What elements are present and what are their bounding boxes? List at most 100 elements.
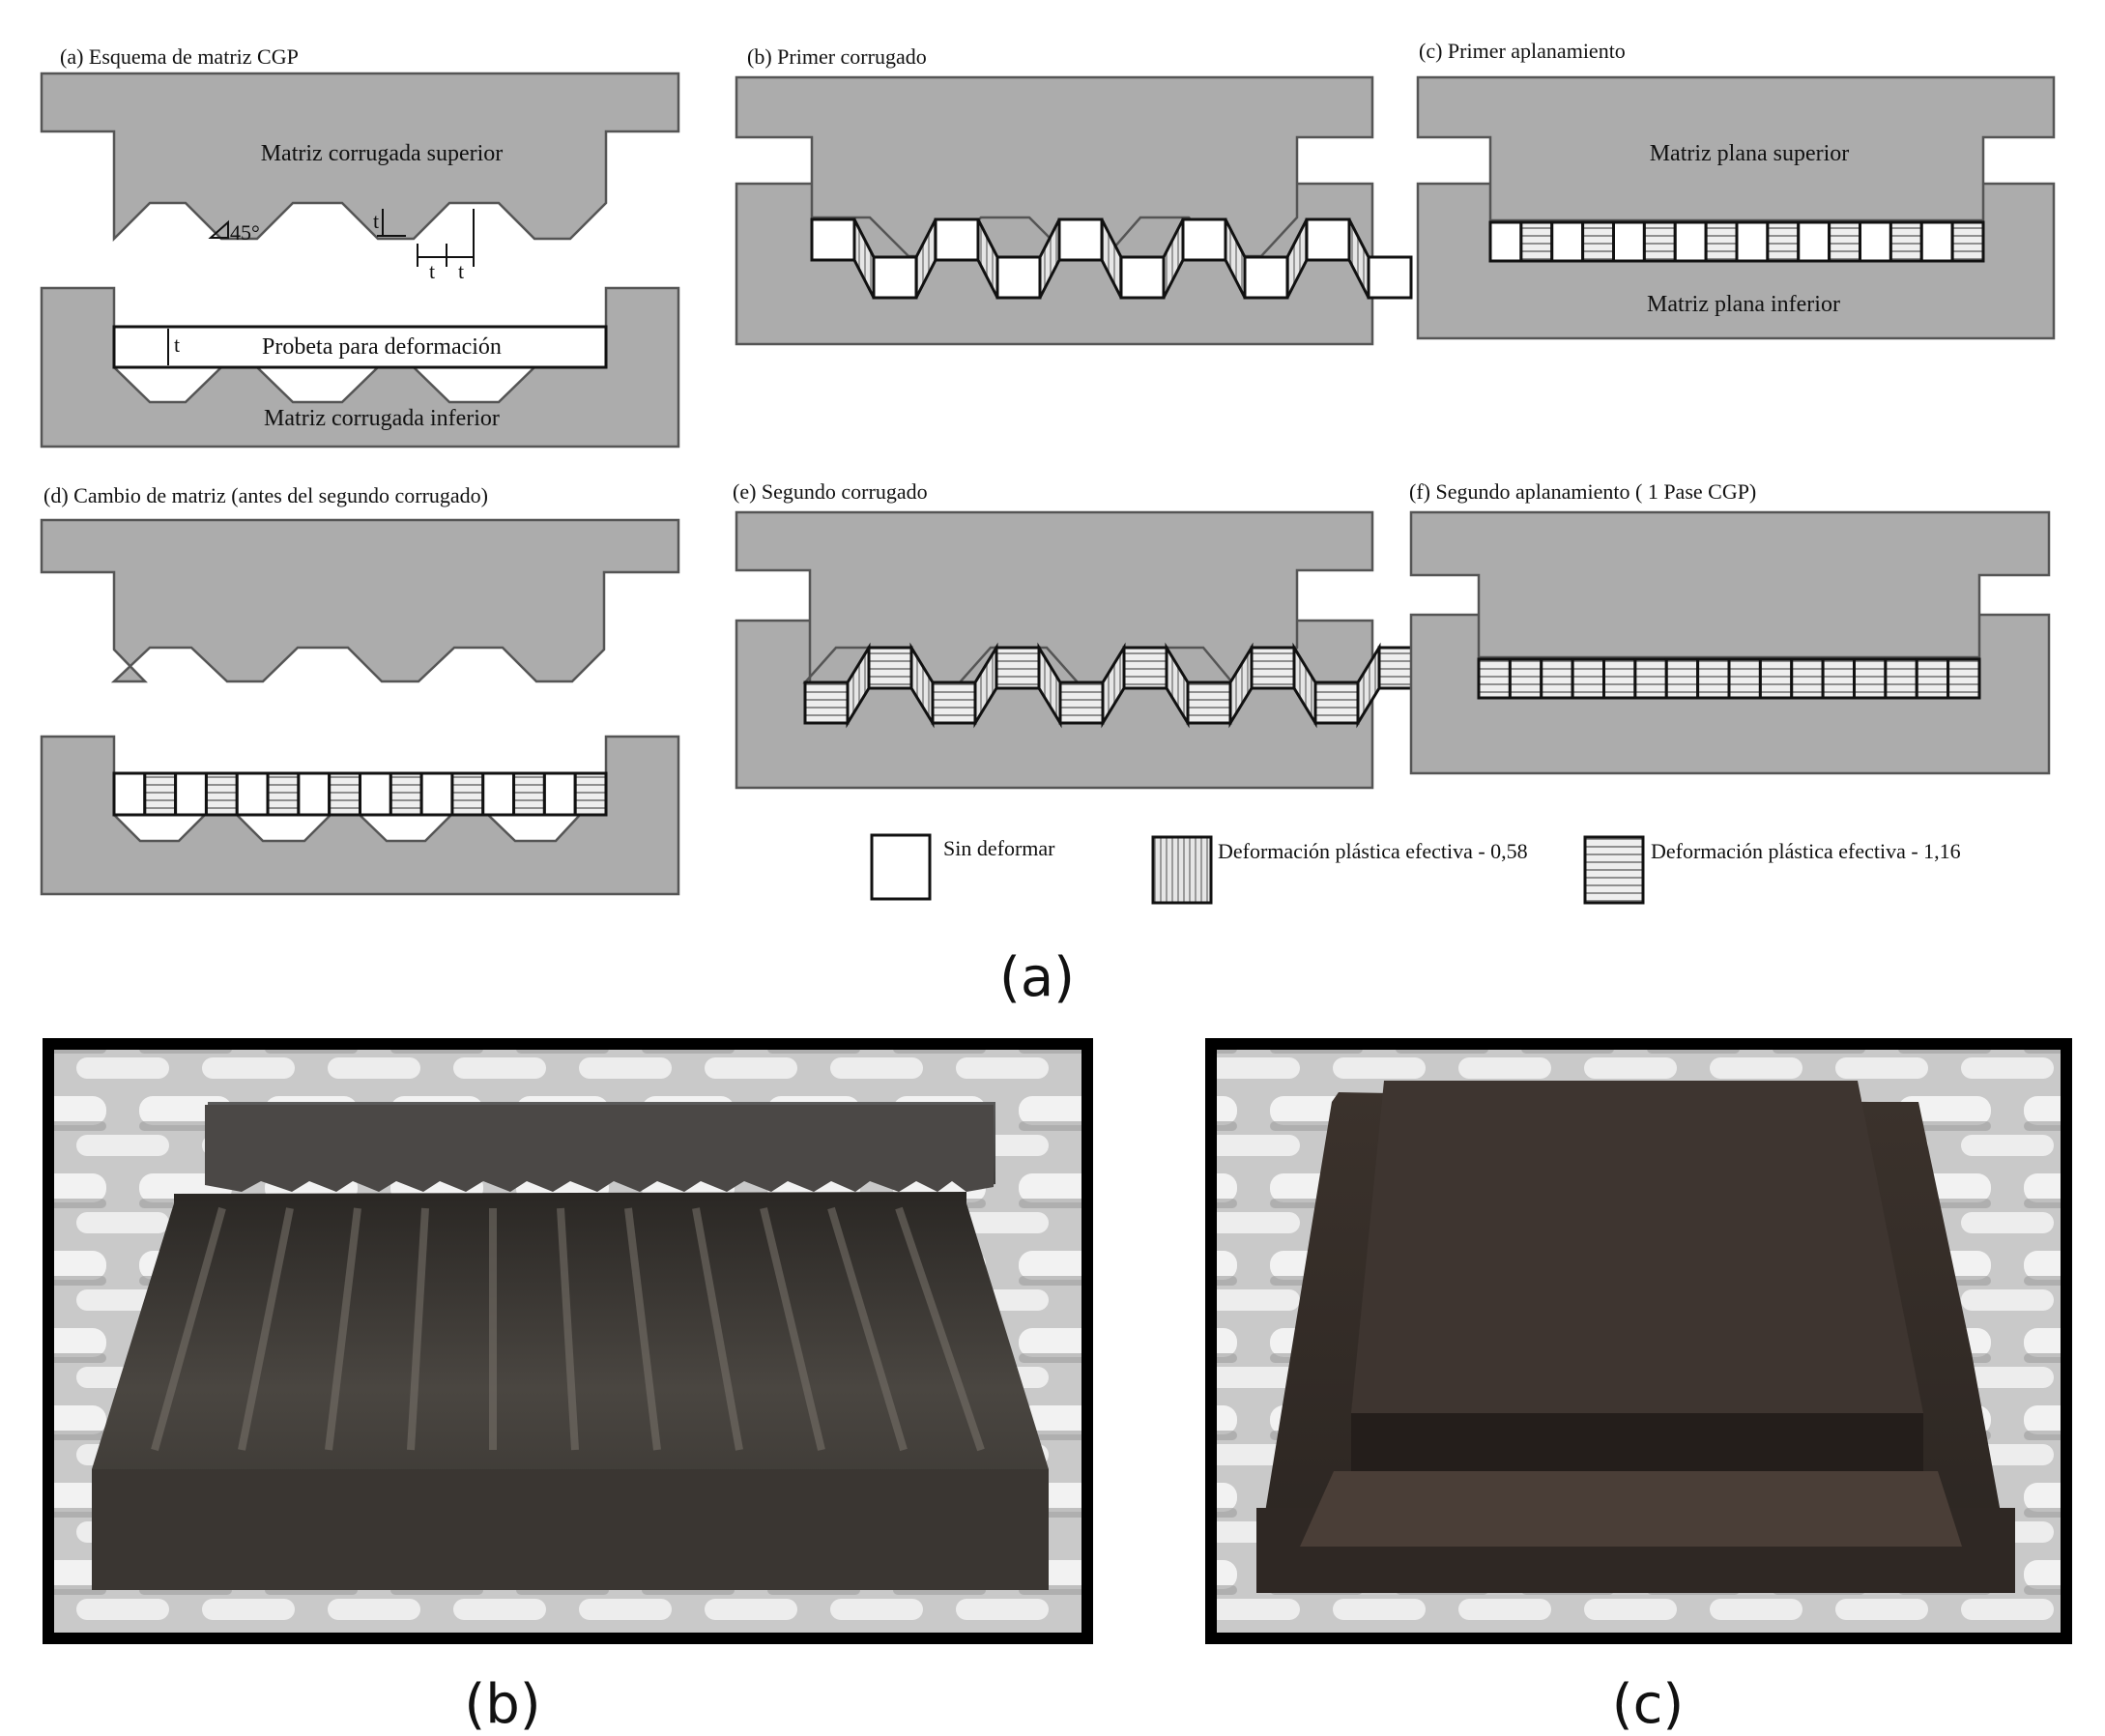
specimen-cell-flat — [934, 217, 980, 262]
dim-t-2: t — [429, 259, 435, 283]
subpanel-c: (c) Primer aplanamiento Matriz plana sup… — [1416, 39, 2056, 340]
specimen-cell-flat — [995, 646, 1041, 690]
angle-label: 45° — [230, 220, 260, 245]
specimen-cell — [297, 771, 332, 817]
photo-c — [1205, 1038, 2072, 1644]
upper-flat-die — [1416, 75, 2056, 222]
specimen-cell — [1519, 220, 1554, 263]
specimen-cell — [481, 771, 516, 817]
specimen — [112, 325, 608, 369]
specimen-cell — [1828, 220, 1861, 263]
specimen-cell — [143, 771, 178, 817]
legend-swatch-strain-058 — [1151, 835, 1213, 905]
caption-c: (c) — [1612, 1673, 1684, 1736]
upper-flat-die-label: Matriz plana superior — [1650, 141, 1850, 166]
upper-die-label: Matriz corrugada superior — [261, 141, 504, 166]
photo-c-upper-flat-die — [1351, 1081, 1923, 1413]
photo-b-upper-die-teeth — [205, 1105, 994, 1192]
subpanel-b: (b) Primer corrugado — [735, 44, 1413, 346]
legend-label-strain-058: Deformación plástica efectiva - 0,58 — [1218, 839, 1528, 863]
subpanel-a-title: (a) Esquema de matriz CGP — [60, 44, 299, 69]
specimen-cell — [419, 771, 454, 817]
subpanel-e-title: (e) Segundo corrugado — [733, 479, 928, 504]
specimen-cell — [1797, 220, 1831, 263]
specimen-cell — [1704, 220, 1739, 263]
specimen-cell — [1735, 220, 1770, 263]
specimen-cell — [204, 771, 239, 817]
subpanel-f-title: (f) Segundo aplanamiento ( 1 Pase CGP) — [1409, 479, 1756, 504]
specimen-cell — [1488, 220, 1523, 263]
specimen-cell — [1477, 657, 1512, 700]
specimen-cell — [1633, 657, 1668, 700]
specimen-cell — [1673, 220, 1708, 263]
specimen-cell — [1790, 657, 1825, 700]
lower-flat-die-label: Matriz plana inferior — [1647, 292, 1840, 317]
specimen-cell — [1508, 657, 1543, 700]
specimen-cell — [389, 771, 423, 817]
photo-c-cavity-floor — [1300, 1471, 1962, 1547]
specimen-cell — [450, 771, 485, 817]
specimen-cell — [174, 771, 208, 817]
specimen-flat-f — [1477, 657, 1981, 700]
specimen-cell — [573, 771, 608, 817]
legend-label-strain-116: Deformación plástica efectiva - 1,16 — [1651, 839, 1961, 863]
specimen-cell — [1946, 657, 1981, 700]
specimen-cell-flat — [1058, 680, 1105, 725]
specimen-label: Probeta para deformación — [262, 334, 502, 360]
specimen-cell — [542, 771, 577, 817]
specimen-corrugated-e — [803, 642, 1424, 729]
specimen-flat-c — [1488, 220, 1985, 263]
specimen-cell — [1571, 657, 1605, 700]
specimen-cell — [1915, 657, 1950, 700]
specimen-cell — [1727, 657, 1762, 700]
upper-die-d — [40, 518, 680, 683]
specimen-cell — [1642, 220, 1677, 263]
specimen-cell — [1664, 657, 1700, 700]
specimen-cell — [1602, 657, 1637, 700]
specimen-cell — [1859, 220, 1892, 263]
specimen-cell — [112, 771, 147, 817]
specimen-cell-flat — [1181, 217, 1227, 262]
dim-t-3: t — [458, 259, 464, 283]
specimen-cell — [1758, 657, 1794, 700]
specimen-cell-flat — [1186, 680, 1232, 725]
specimen-cell-flat — [867, 646, 913, 690]
specimen-cell-flat — [1122, 646, 1168, 690]
subpanel-d: (d) Cambio de matriz (antes del segundo … — [40, 483, 680, 896]
photo-b-frame — [43, 1038, 1093, 1644]
specimen-cell-flat — [1119, 255, 1166, 300]
specimen-t-label: t — [174, 333, 180, 357]
specimen-cell-flat — [872, 255, 918, 300]
caption-b: (b) — [464, 1673, 540, 1736]
photo-c-frame — [1205, 1038, 2072, 1644]
specimen-corrugated-b — [810, 217, 1413, 300]
upper-flat-die-f — [1409, 510, 2051, 659]
specimen-cell — [359, 771, 392, 817]
photo-b — [43, 1038, 1093, 1644]
specimen-cell-flat — [803, 680, 850, 725]
legend-label-undeformed: Sin deformar — [943, 836, 1055, 860]
specimen-cell-flat — [1305, 217, 1351, 262]
specimen-cell-flat — [1367, 255, 1413, 300]
caption-a: (a) — [999, 946, 1075, 1009]
specimen-cell-flat — [931, 680, 977, 725]
photo-b-lower-die-front — [92, 1469, 1049, 1590]
specimen-cell — [1950, 220, 1985, 263]
dimension-lines — [377, 209, 475, 267]
lower-die-label: Matriz corrugada inferior — [264, 406, 500, 431]
specimen-cell-flat — [1057, 217, 1104, 262]
specimen-cell-flat — [995, 255, 1042, 300]
upper-corrugated-die — [40, 72, 680, 243]
specimen-cell — [1766, 220, 1801, 263]
specimen-cell-flat — [1313, 680, 1360, 725]
dim-t-1: t — [373, 209, 379, 233]
specimen-cell — [1612, 220, 1646, 263]
legend: Sin deformar Deformación plástica efecti… — [870, 833, 1961, 905]
angle-mark-icon — [208, 219, 229, 239]
specimen-cell — [266, 771, 301, 817]
subpanel-e: (e) Segundo corrugado — [733, 479, 1424, 790]
specimen-cell — [1581, 220, 1615, 263]
legend-swatch-undeformed — [870, 833, 932, 901]
photo-b-grooves — [151, 1206, 985, 1452]
